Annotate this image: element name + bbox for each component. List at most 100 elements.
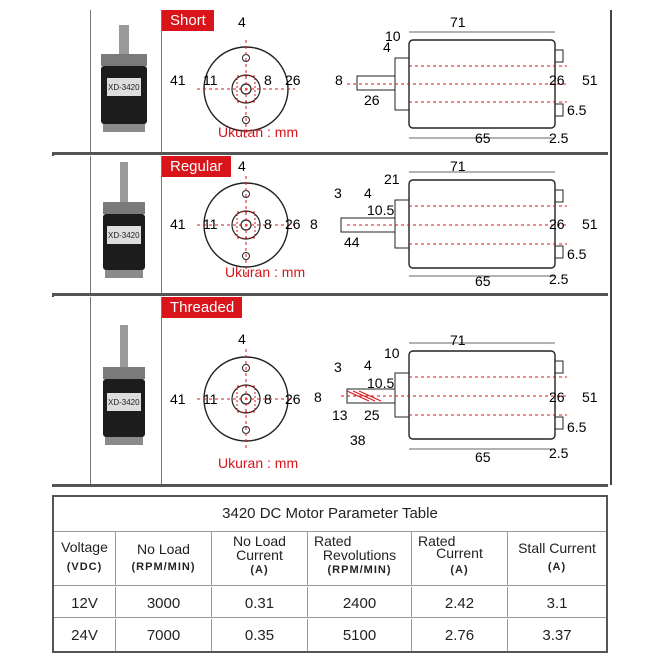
- table-row: 12V 3000 0.31 2400 2.42 3.1: [54, 587, 606, 618]
- cell-rated-revolutions: 5100: [342, 627, 377, 644]
- variant-tag: Threaded: [162, 297, 243, 318]
- table-title: 3420 DC Motor Parameter Table: [54, 497, 606, 532]
- cell-voltage: 12V: [71, 595, 98, 612]
- unit-note: Ukuran : mm: [218, 455, 299, 471]
- motor-photo-cell: [90, 10, 162, 153]
- unit-note: Ukuran : mm: [218, 124, 299, 140]
- cell-no-load-current: 0.35: [244, 627, 275, 644]
- dim-top-inner: 21: [384, 171, 400, 187]
- cell-no-load-current: 0.31: [244, 595, 275, 612]
- dim-body: 65: [475, 130, 491, 146]
- dim-height: 26: [549, 216, 565, 232]
- dim-boss: 10.5: [367, 375, 395, 391]
- front-view-drawing: [197, 176, 295, 276]
- dim-front-left: 41: [170, 72, 186, 88]
- dim-body: 65: [475, 449, 491, 465]
- cell-voltage: 24V: [71, 627, 98, 644]
- motor-photo: XD-3420: [101, 25, 147, 132]
- dim-front-top: 4: [238, 14, 246, 30]
- dim-height: 26: [549, 72, 565, 88]
- variant-tag: Short: [162, 10, 214, 31]
- dim-front-mid: 8: [264, 216, 272, 232]
- dim-body: 65: [475, 273, 491, 289]
- header-stall-current: Stall Current (A): [518, 540, 596, 573]
- dim-flat: 3: [334, 359, 342, 375]
- header-no-load-speed: No Load (RPM/MIN): [116, 531, 212, 585]
- dim-front-inner: 11: [203, 391, 218, 407]
- dim-outer: 51: [582, 72, 598, 88]
- dim-outer: 51: [582, 389, 598, 405]
- section-divider: [52, 152, 608, 155]
- dim-shaft-len: 44: [344, 234, 360, 250]
- cell-no-load-speed: 7000: [146, 627, 181, 644]
- dim-shaft-len: 38: [350, 432, 366, 448]
- dim-shaft-d: 8: [335, 72, 343, 88]
- dim-flat: 3: [334, 185, 342, 201]
- dim-end: 2.5: [549, 271, 569, 287]
- dim-outer: 51: [582, 216, 598, 232]
- header-no-load-current: No Load Current (A): [212, 531, 308, 585]
- cell-stall-current: 3.37: [542, 627, 572, 644]
- header-rated-current: Rated Current (A): [412, 531, 508, 585]
- dim-thread: 13: [332, 407, 348, 423]
- dim-shaft-d: 8: [310, 216, 318, 232]
- variant-threaded: XD-3420 Threaded 4 41 11 8 26 Ukuran : m…: [52, 297, 608, 485]
- section-divider: [52, 293, 608, 296]
- unit-note: Ukuran : mm: [225, 264, 306, 280]
- section-divider: [52, 484, 608, 487]
- dim-front-left: 41: [170, 216, 186, 232]
- dim-shaft-d: 8: [314, 389, 322, 405]
- dim-front-inner: 11: [203, 72, 218, 88]
- table-row: 24V 7000 0.35 5100 2.76 3.37: [54, 619, 606, 651]
- variant-tag: Regular: [162, 156, 231, 177]
- dim-term: 6.5: [567, 419, 587, 435]
- front-view-drawing: [197, 349, 295, 449]
- side-view-drawing: [347, 31, 567, 139]
- motor-photo-cell: [90, 297, 162, 485]
- dim-front-mid: 8: [264, 391, 272, 407]
- dim-boss: 10.5: [367, 202, 395, 218]
- variant-short: XD-3420 Short 4 41 11 8 26 Ukuran : mm 7…: [52, 10, 608, 153]
- dim-term: 6.5: [567, 102, 587, 118]
- parameter-table: 3420 DC Motor Parameter Table Voltage (V…: [52, 495, 608, 653]
- dim-front-top: 4: [238, 331, 246, 347]
- dim-front-right: 26: [285, 72, 301, 88]
- front-view-drawing: [197, 40, 295, 138]
- dim-top-inner: 10: [385, 28, 401, 44]
- dim-shaft-len: 26: [364, 92, 380, 108]
- dim-term: 6.5: [567, 246, 587, 262]
- dim-front-right: 26: [285, 391, 301, 407]
- dim-front-mid: 8: [264, 72, 272, 88]
- dim-length: 71: [450, 158, 466, 174]
- dim-flat-len: 25: [364, 407, 380, 423]
- dim-top-left: 4: [364, 185, 372, 201]
- motor-photo-cell: [90, 156, 162, 293]
- side-view-drawing: [341, 342, 567, 450]
- dim-end: 2.5: [549, 130, 569, 146]
- dim-end: 2.5: [549, 445, 569, 461]
- side-view-drawing: [340, 171, 567, 277]
- table-header-row: Voltage (VDC) No Load (RPM/MIN) No Load …: [54, 531, 606, 586]
- dim-height: 26: [549, 389, 565, 405]
- dim-front-inner: 11: [203, 216, 218, 232]
- dim-length: 71: [450, 14, 466, 30]
- cell-rated-current: 2.76: [444, 627, 475, 644]
- dim-top-left: 4: [364, 357, 372, 373]
- motor-photo: XD-3420: [103, 162, 145, 278]
- dim-front-left: 41: [170, 391, 186, 407]
- cell-no-load-speed: 3000: [146, 595, 181, 612]
- dim-top-left: 4: [383, 39, 391, 55]
- dim-front-top: 4: [238, 158, 246, 174]
- svg-text:XD-3420: XD-3420: [108, 83, 140, 92]
- svg-text:XD-3420: XD-3420: [108, 398, 140, 407]
- dim-top-inner: 10: [384, 345, 400, 361]
- variant-regular: XD-3420 Regular 4 41 11 8 26 Ukuran : mm…: [52, 156, 608, 293]
- motor-photo: XD-3420: [103, 325, 145, 445]
- header-rated-revolutions: Rated Revolutions (RPM/MIN): [308, 531, 412, 585]
- svg-text:XD-3420: XD-3420: [108, 231, 140, 240]
- cell-rated-current: 2.42: [444, 595, 475, 612]
- dim-length: 71: [450, 332, 466, 348]
- cell-rated-revolutions: 2400: [342, 595, 377, 612]
- dim-front-right: 26: [285, 216, 301, 232]
- cell-stall-current: 3.1: [546, 595, 568, 612]
